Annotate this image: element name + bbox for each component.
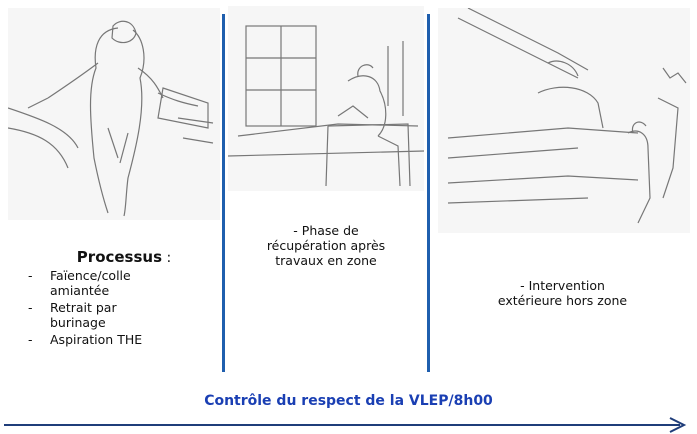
list-item: - Faïence/colle amiantée <box>24 268 214 298</box>
processus-title-suffix: : <box>162 250 172 266</box>
arrow-head-icon <box>669 417 687 433</box>
timeline-arrow <box>4 417 687 433</box>
left-panel-text: Processus : - Faïence/colle amiantée - R… <box>24 247 214 349</box>
sketch-office-drawing <box>228 25 424 187</box>
processus-title: Processus <box>76 248 163 266</box>
bullet-dash: - <box>28 268 33 283</box>
right-line-1: - Intervention <box>520 278 605 293</box>
sketch-worker-demolition <box>8 8 220 220</box>
bullet-text: Retrait par burinage <box>50 300 117 330</box>
divider-right <box>427 14 430 372</box>
bullet-text: Aspiration THE <box>50 332 143 347</box>
middle-line-2: récupération après <box>266 238 386 253</box>
footer-label: Contrôle du respect de la VLEP/8h00 <box>204 393 493 409</box>
middle-line-1: - Phase de <box>293 223 359 238</box>
processus-heading: Processus : <box>24 247 214 266</box>
right-panel-text: - Intervention extérieure hors zone <box>440 278 685 308</box>
right-line-2: extérieure hors zone <box>497 293 628 308</box>
bullet-dash: - <box>28 332 33 347</box>
middle-panel-text: - Phase de récupération après travaux en… <box>232 223 420 268</box>
bullet-text: Faïence/colle amiantée <box>50 268 131 298</box>
divider-left <box>222 14 225 372</box>
sketch-worker-exterior <box>438 8 690 233</box>
processus-list: - Faïence/colle amiantée - Retrait par b… <box>24 268 214 347</box>
list-item: - Retrait par burinage <box>24 300 214 330</box>
list-item: - Aspiration THE <box>24 332 214 347</box>
sketch-exterior-drawing <box>447 8 687 224</box>
sketch-demolition-drawing <box>8 20 214 217</box>
sketch-worker-office <box>228 6 424 191</box>
bullet-dash: - <box>28 300 33 315</box>
middle-line-3: travaux en zone <box>275 253 377 268</box>
